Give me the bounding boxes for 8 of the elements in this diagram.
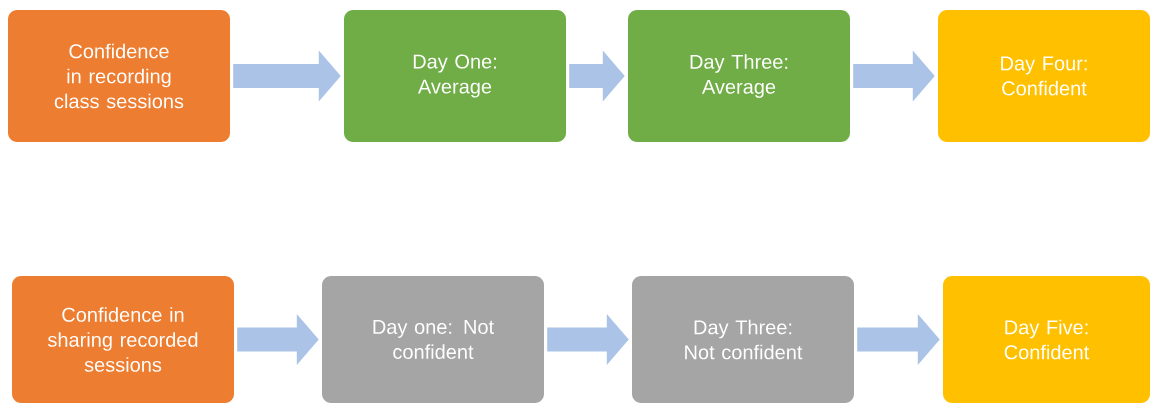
process-box: Day one: Not confident <box>322 276 544 403</box>
process-box: Day Three: Not confident <box>632 276 854 403</box>
process-box: Day Four: Confident <box>938 10 1150 142</box>
process-box: Day One: Average <box>344 10 566 142</box>
process-box: Confidence in sharing recorded sessions <box>12 276 234 403</box>
process-box: Confidence in recording class sessions <box>8 10 230 142</box>
process-box: Day Three: Average <box>628 10 850 142</box>
process-box: Day Five: Confident <box>943 276 1150 403</box>
